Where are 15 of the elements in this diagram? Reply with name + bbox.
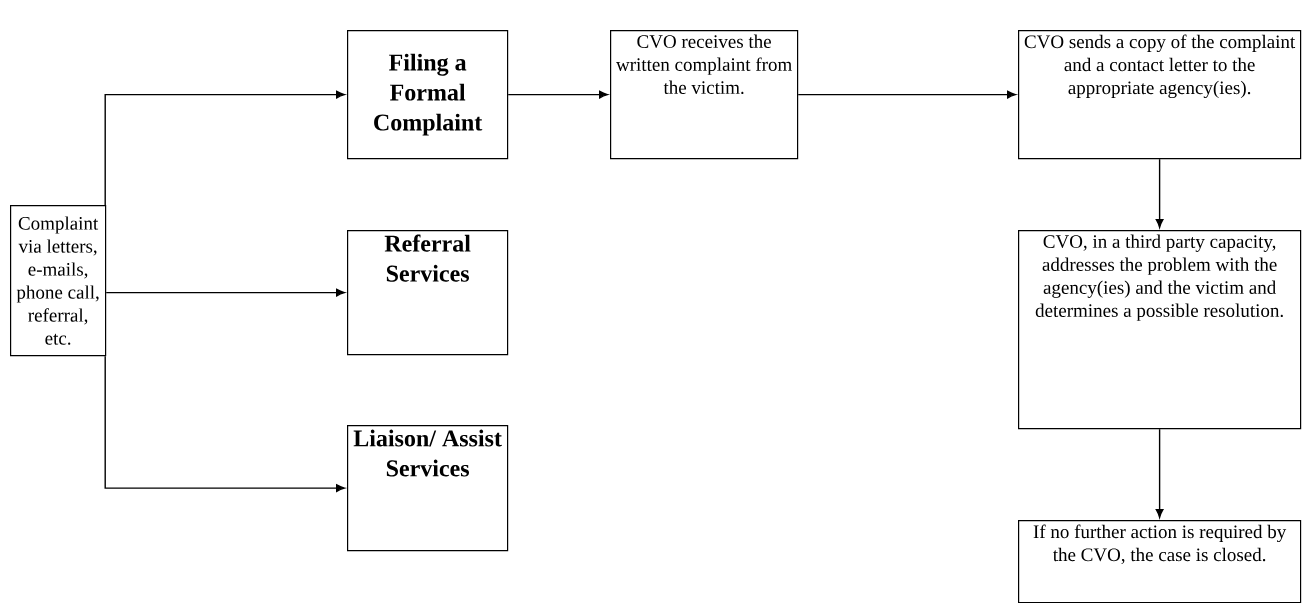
arrow <box>797 90 1017 99</box>
arrow <box>1155 158 1164 229</box>
process-box: Complaint via letters, e-mails, phone call, referral, etc. <box>10 205 107 357</box>
arrow <box>1155 428 1164 519</box>
arrow <box>105 288 346 297</box>
process-box: Referral Services <box>347 230 509 356</box>
process-box: Liaison/ Assist Services <box>347 425 509 552</box>
process-box: CVO sends a copy of the complaint and a contact letter to the appropriate agency(ies). <box>1018 30 1302 160</box>
arrow <box>104 355 346 493</box>
arrow <box>507 90 609 99</box>
process-box: CVO, in a third party capacity, addresses the problem with the agency(ies) and the victim and determines a possible resolution. <box>1018 230 1302 430</box>
arrow <box>104 90 346 206</box>
process-box: If no further action is required by the CVO, the case is closed. <box>1018 520 1302 603</box>
process-box: Filing a Formal Complaint <box>347 30 509 160</box>
process-box: CVO receives the written complaint from the victim. <box>610 30 799 160</box>
